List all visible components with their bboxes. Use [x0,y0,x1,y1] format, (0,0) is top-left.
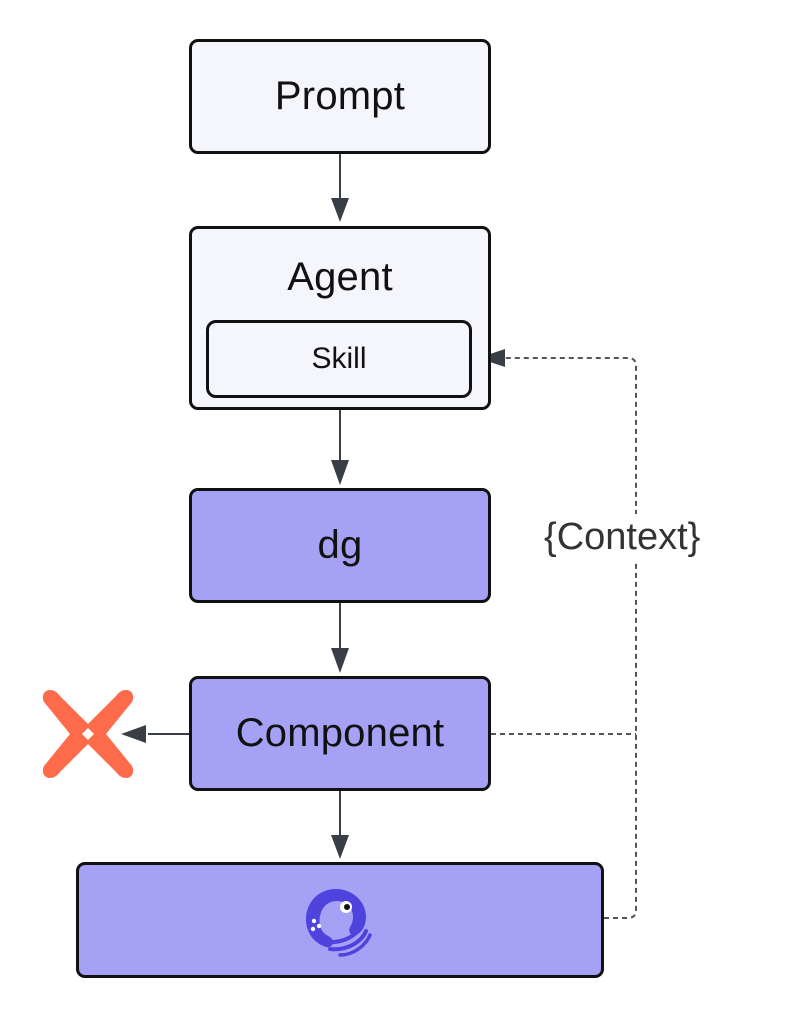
prompt-node: Prompt [189,39,491,154]
dagster-octopus-icon [306,889,372,957]
arrowhead-dg-to-component [331,648,349,673]
dagster-node [76,862,604,978]
dg-node: dg [189,488,491,603]
component-label: Component [235,711,445,755]
arrowhead-component-to-dbt [121,725,146,743]
skill-node: Skill [206,320,472,398]
context-label: {Context} [540,514,705,561]
arrowhead-prompt-to-agent [331,198,349,222]
context-line-dagster [504,357,637,919]
arrowhead-component-to-dagster [331,835,349,859]
skill-label: Skill [311,342,367,375]
arrowhead-context-to-skill [478,349,505,367]
agent-label: Agent [287,255,393,299]
component-node: Component [189,676,491,791]
prompt-label: Prompt [274,74,406,118]
arrowhead-agent-to-dg [331,460,349,485]
dbt-logo-icon [42,690,134,778]
dg-label: dg [317,523,363,567]
